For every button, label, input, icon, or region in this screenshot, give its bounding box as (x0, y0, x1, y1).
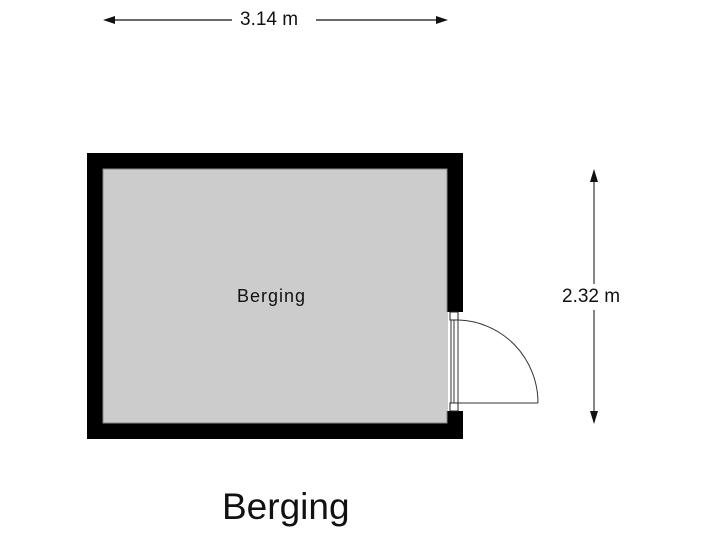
room-label: Berging (237, 286, 307, 306)
door (449, 311, 539, 412)
height-dimension-arrow (590, 169, 598, 424)
width-dimension-label: 3.14 m (240, 9, 299, 31)
height-dimension-label: 2.32 m (562, 286, 621, 308)
room-walls (87, 153, 464, 439)
floorplan-title: Berging (222, 486, 350, 528)
width-dimension-arrow (103, 16, 448, 24)
